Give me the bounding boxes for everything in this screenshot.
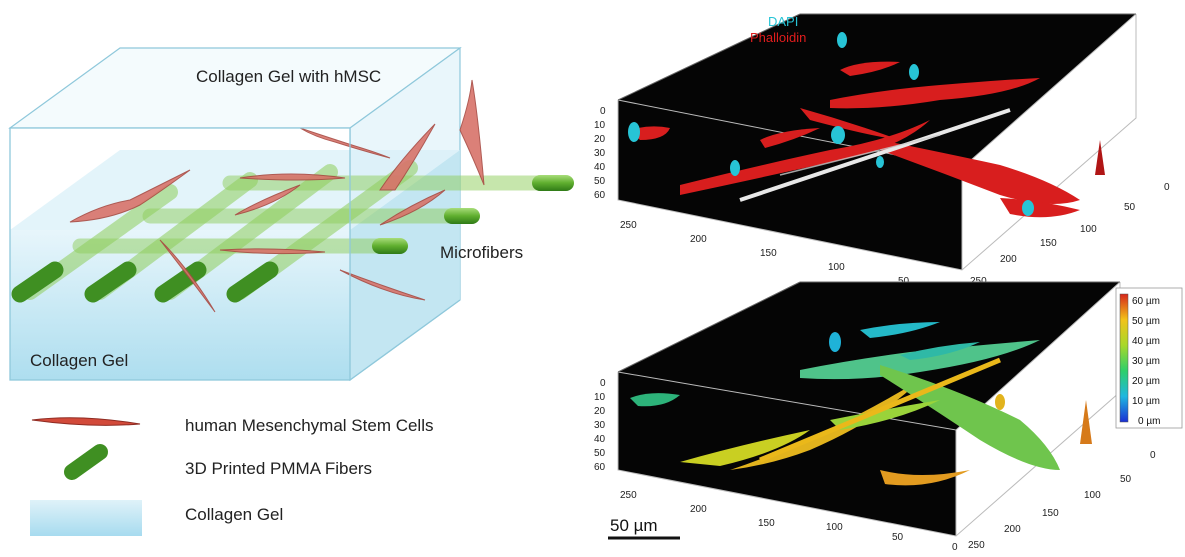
colorbar-label: 30 µm xyxy=(1132,356,1160,367)
fiber-icon xyxy=(64,444,108,480)
stain-y-tick: 150 xyxy=(1040,238,1057,249)
stain-z-tick: 0 xyxy=(600,106,606,117)
depth-x-tick: 200 xyxy=(690,504,707,515)
bottom-gel-label: Collagen Gel xyxy=(30,351,128,370)
depth-y-tick: 50 xyxy=(1120,474,1132,485)
depth-z-tick: 60 xyxy=(594,462,606,473)
legend-gel-label: Collagen Gel xyxy=(185,505,283,524)
fibers-horizontal xyxy=(72,175,574,254)
colorbar-label: 10 µm xyxy=(1132,396,1160,407)
depth-render xyxy=(617,281,1121,537)
depth-z-tick: 10 xyxy=(594,392,606,403)
scale-bar-label: 50 µm xyxy=(610,516,658,535)
depth-z-tick: 50 xyxy=(594,448,606,459)
stain-z-tick: 40 xyxy=(594,162,606,173)
colorbar-label: 0 µm xyxy=(1138,416,1160,427)
top-gel-label: Collagen Gel with hMSC xyxy=(196,67,381,86)
depth-z-tick: 40 xyxy=(594,434,606,445)
phalloidin-legend: Phalloidin xyxy=(750,30,806,45)
stain-render xyxy=(617,13,1137,271)
microfibers-label: Microfibers xyxy=(440,243,523,262)
depth-y-tick: 0 xyxy=(1150,450,1156,461)
stain-y-tick: 200 xyxy=(1000,254,1017,265)
schematic-panel: Collagen Gel with hMSC Microfibers Colla… xyxy=(0,0,580,552)
depth-x-tick: 150 xyxy=(758,518,775,529)
stain-y-tick: 0 xyxy=(1164,182,1170,193)
microscopy-panel: DAPI Phalloidin 0 10 20 30 40 50 60 250 … xyxy=(580,0,1185,553)
depth-fiber-signal xyxy=(759,357,1001,463)
fiber-ends-front xyxy=(11,261,279,303)
depth-x-tick: 100 xyxy=(826,522,843,533)
depth-x-tick: 50 xyxy=(892,532,904,543)
depth-y-axis: 0 50 100 150 200 250 xyxy=(968,450,1156,551)
dapi-signal xyxy=(628,32,1034,216)
stain-x-tick: 100 xyxy=(828,262,845,273)
depth-y-tick: 250 xyxy=(968,540,985,551)
stain-x-tick: 150 xyxy=(760,248,777,259)
legend-cells-label: human Mesenchymal Stem Cells xyxy=(185,416,433,435)
depth-colorbar: 60 µm 50 µm 40 µm 30 µm 20 µm 10 µm 0 µm xyxy=(1115,287,1183,429)
colorbar-label: 50 µm xyxy=(1132,316,1160,327)
colorbar-label: 20 µm xyxy=(1132,376,1160,387)
phalloidin-signal xyxy=(630,61,1080,218)
depth-y-tick: 150 xyxy=(1042,508,1059,519)
stain-x-tick: 200 xyxy=(690,234,707,245)
depth-x-axis: 250 200 150 100 50 0 xyxy=(620,490,958,553)
scale-bar: 50 µm xyxy=(608,516,680,540)
depth-z-tick: 30 xyxy=(594,420,606,431)
stain-y-tick: 50 xyxy=(1124,202,1136,213)
depth-y-tick: 100 xyxy=(1084,490,1101,501)
cell-icon xyxy=(31,417,141,426)
stain-z-tick: 30 xyxy=(594,148,606,159)
depth-y-tick: 200 xyxy=(1004,524,1021,535)
depth-z-tick: 0 xyxy=(600,378,606,389)
stain-z-tick: 50 xyxy=(594,176,606,187)
schematic-diagram: Collagen Gel with hMSC Microfibers Colla… xyxy=(8,46,574,536)
stem-cells xyxy=(69,79,485,313)
legend-fibers-label: 3D Printed PMMA Fibers xyxy=(185,459,372,478)
schematic-legend: human Mesenchymal Stem Cells 3D Printed … xyxy=(30,416,433,536)
stain-z-tick: 10 xyxy=(594,120,606,131)
gel-layer-side xyxy=(350,150,460,380)
stain-z-axis: 0 10 20 30 40 50 60 xyxy=(594,106,606,201)
gel-swatch xyxy=(30,500,142,536)
stain-y-tick: 100 xyxy=(1080,224,1097,235)
fiber-signal xyxy=(739,108,1011,202)
dapi-legend: DAPI xyxy=(768,14,798,29)
depth-z-tick: 20 xyxy=(594,406,606,417)
depth-x-tick: 250 xyxy=(620,490,637,501)
stain-z-tick: 20 xyxy=(594,134,606,145)
microscopy-renderings: DAPI Phalloidin 0 10 20 30 40 50 60 250 … xyxy=(594,13,1183,553)
colorbar-label: 60 µm xyxy=(1132,296,1160,307)
depth-z-axis: 0 10 20 30 40 50 60 xyxy=(594,378,606,473)
depth-x-tick: 0 xyxy=(952,542,958,552)
stain-x-tick: 250 xyxy=(620,220,637,231)
stain-z-tick: 60 xyxy=(594,190,606,201)
colorbar-label: 40 µm xyxy=(1132,336,1160,347)
